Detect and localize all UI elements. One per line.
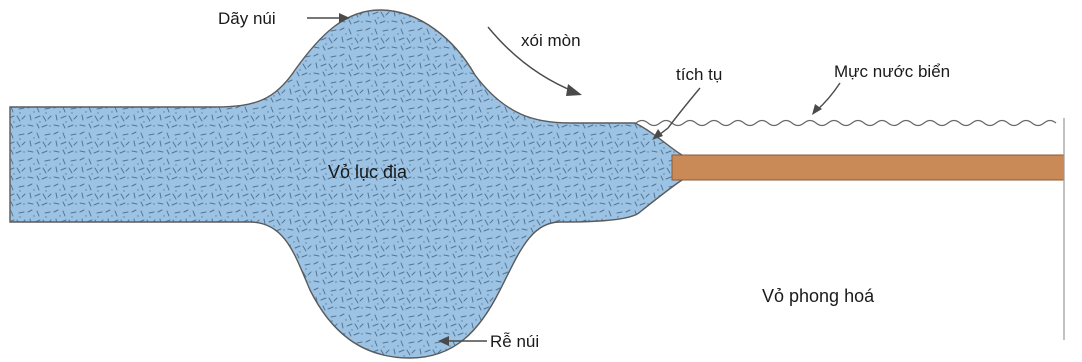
continental-crust-shape [10,10,682,358]
deposition-leader [655,88,700,138]
label-weathering-crust: Vỏ phong hoá [762,286,875,306]
label-erosion: xói mòn [521,31,581,50]
sediment-layer [672,155,1064,180]
label-continental-crust: Vỏ lục địa [328,162,408,182]
sea-level-arrowhead [812,104,822,115]
label-sea-level: Mực nước biển [834,62,950,81]
sea-level-leader [816,83,840,111]
label-mountain-range: Dãy núi [218,9,276,28]
label-deposition: tích tụ [676,65,722,84]
erosion-arrowhead [566,84,582,96]
sea-level-line [636,121,1056,126]
label-mountain-root: Rễ núi [490,332,539,351]
